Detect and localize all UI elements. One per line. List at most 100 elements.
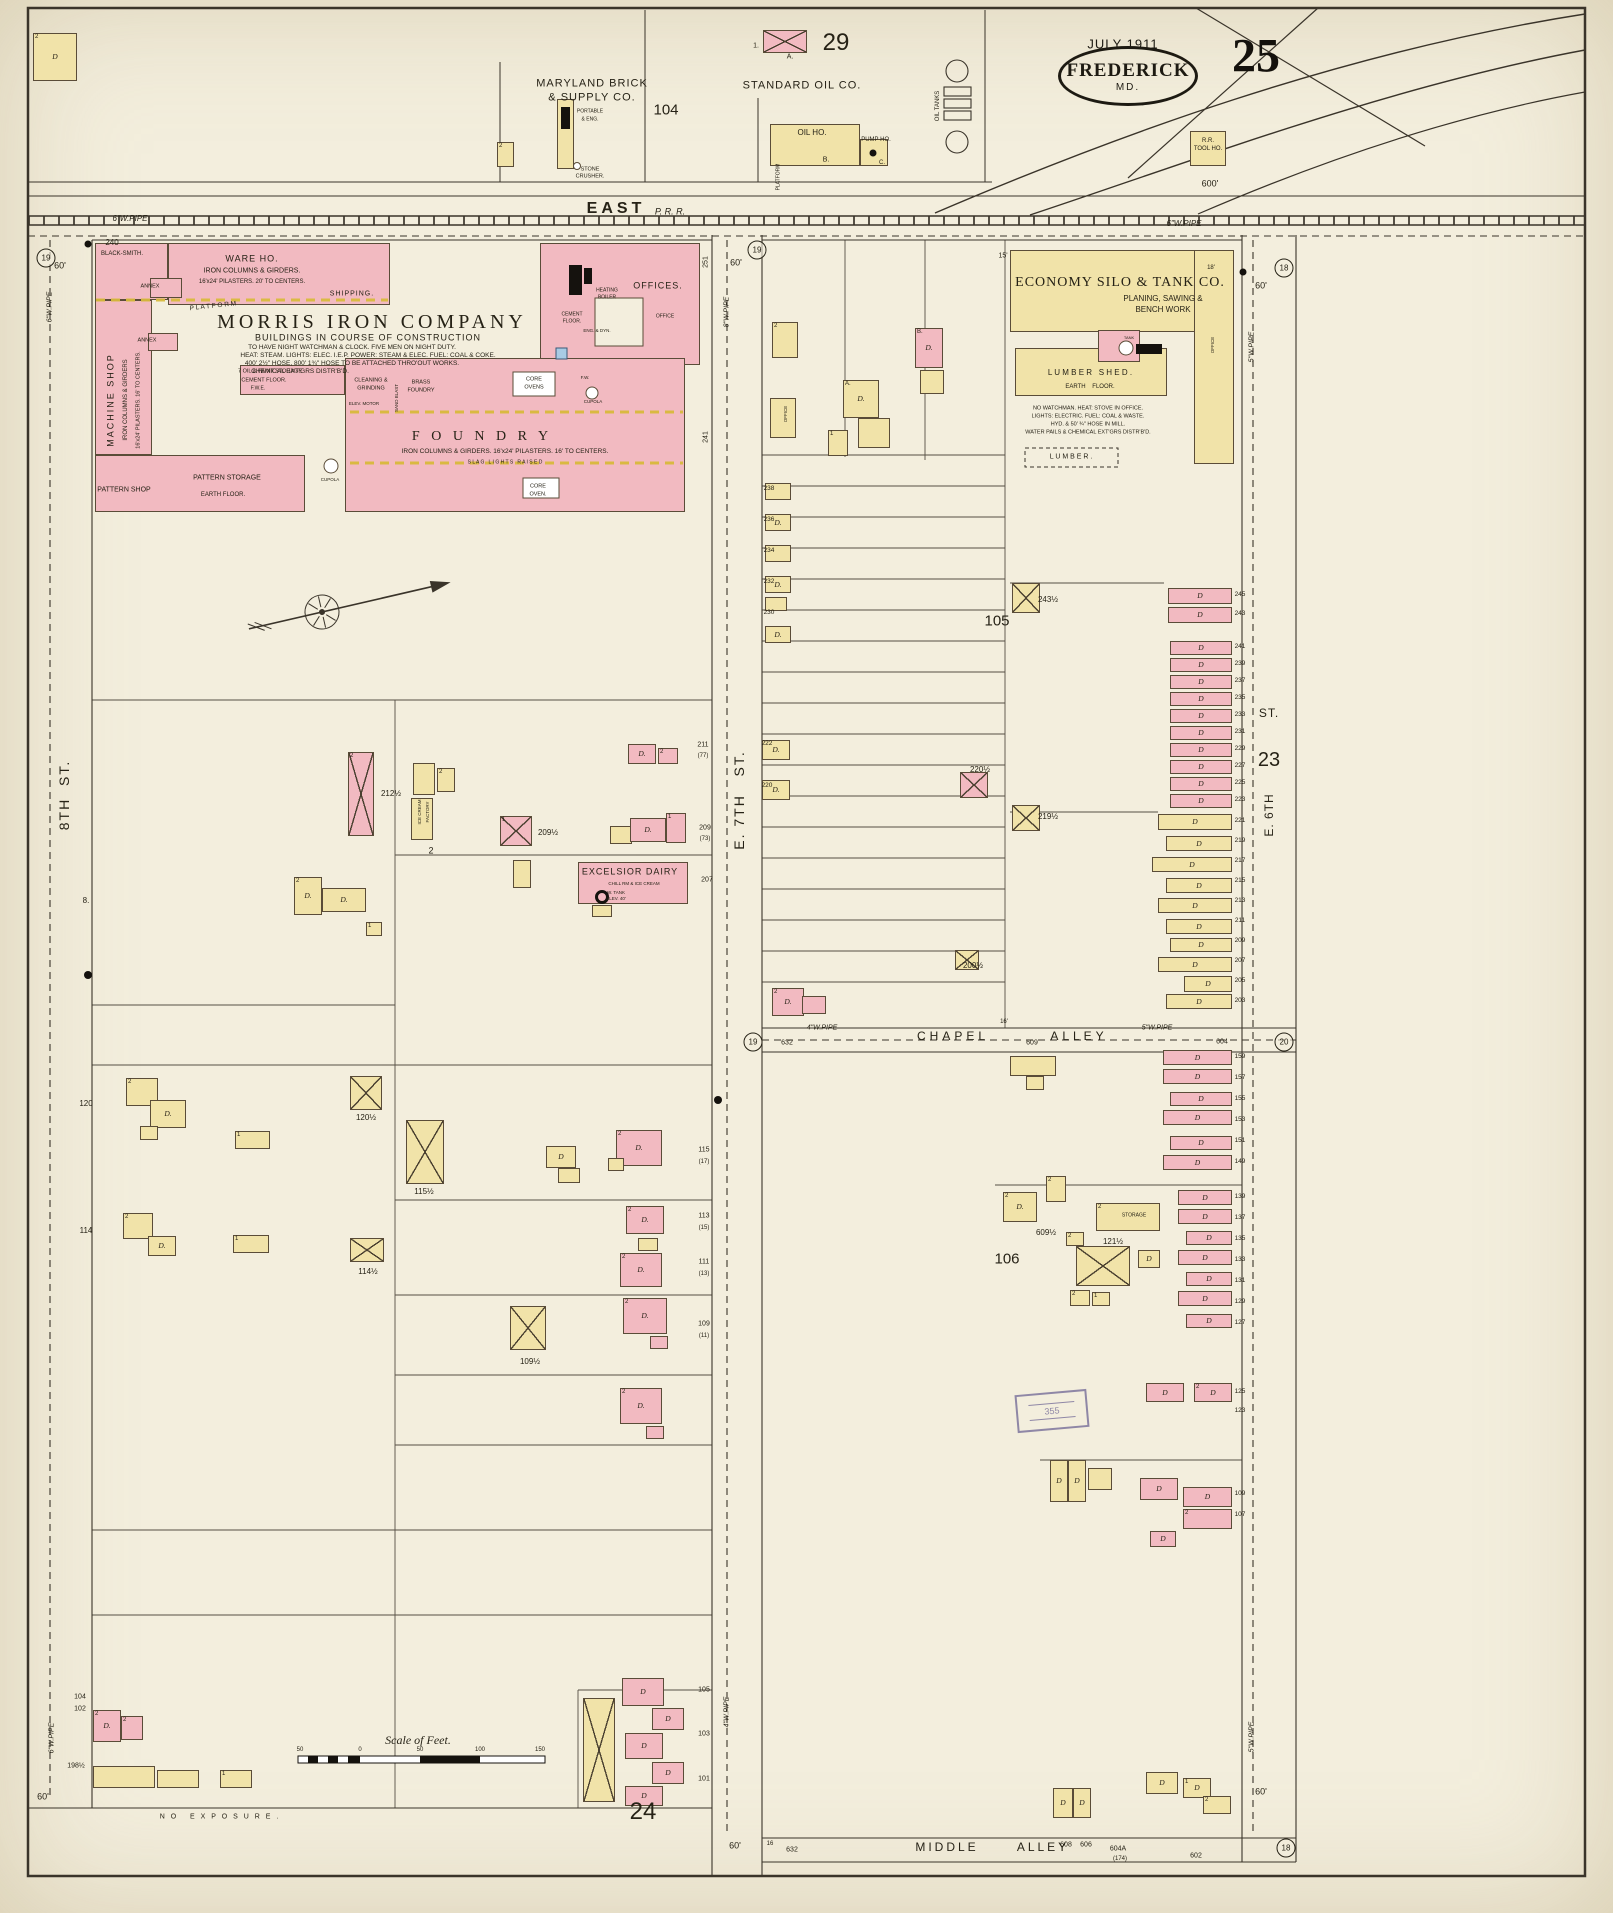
map-label: HEAT: STEAM. LIGHTS: ELEC. I.E.P. POWER:… xyxy=(240,351,496,359)
map-label: (15) xyxy=(698,1225,710,1231)
map-label: CRUSHER. xyxy=(575,173,605,180)
building: D xyxy=(1170,726,1232,740)
map-label: SAND BLAST xyxy=(393,383,399,413)
building: D. xyxy=(628,744,656,764)
building: D.2 xyxy=(1003,1192,1037,1222)
adjacent-sheet-ref: 19 xyxy=(743,1032,763,1052)
building: 1 xyxy=(220,1770,252,1788)
block-number-105: 105 xyxy=(984,612,1010,630)
map-label: 5"W.PIPE xyxy=(1248,1721,1256,1753)
map-label: 100 xyxy=(474,1747,486,1753)
map-label: A. xyxy=(786,53,794,61)
building: 2 xyxy=(658,748,678,764)
house-number: 229 xyxy=(1234,744,1246,752)
map-label: 60' xyxy=(37,1791,49,1802)
building xyxy=(858,418,890,448)
building: D xyxy=(1158,898,1232,913)
building: D xyxy=(1170,743,1232,757)
map-label: 105 xyxy=(698,1686,710,1694)
map-label: 121½ xyxy=(1102,1237,1124,1246)
map-label: 115½ xyxy=(414,1187,434,1196)
house-number: 203 xyxy=(1234,996,1246,1004)
building: D xyxy=(1168,607,1232,623)
city-oval: FREDERICK MD. xyxy=(1058,46,1198,106)
map-label: 50 xyxy=(416,1747,424,1753)
building: D xyxy=(1170,938,1232,952)
building xyxy=(411,798,433,840)
map-label: PLANING, SAWING & xyxy=(1123,294,1203,303)
building xyxy=(1010,1056,1056,1076)
map-label: 6"W.PIPE xyxy=(48,1722,56,1754)
block-number-29: 29 xyxy=(822,29,850,56)
map-label: 608 xyxy=(1060,1841,1072,1849)
map-label: 109 xyxy=(698,1320,710,1328)
building: D. xyxy=(762,740,790,760)
adjacent-sheet-ref: 19 xyxy=(747,240,767,260)
map-label: 5"W.PIPE xyxy=(1141,1024,1173,1032)
map-label: 15' xyxy=(998,252,1008,260)
building xyxy=(592,905,612,917)
building: D.2 xyxy=(623,1298,667,1334)
map-label: 220 xyxy=(761,781,773,789)
building: D xyxy=(1166,919,1232,934)
map-label: ALLEY xyxy=(1050,1029,1108,1043)
map-label: 238 xyxy=(763,484,775,492)
map-label: WATER PAILS & CHEMICAL EXT'GRS DISTR'B'D… xyxy=(1025,429,1151,436)
house-number: 159 xyxy=(1234,1052,1246,1060)
scale-label: Scale of Feet. xyxy=(385,1733,451,1747)
building: D xyxy=(652,1762,684,1784)
house-number: 151 xyxy=(1234,1136,1246,1144)
map-label: OVEN. xyxy=(529,491,547,498)
map-label: 120½ xyxy=(355,1113,377,1122)
building: D xyxy=(1146,1772,1178,1794)
map-label: 212½ xyxy=(380,789,402,798)
alley-chapel: CHAPEL xyxy=(916,1029,990,1043)
building xyxy=(1026,1076,1044,1090)
map-label: 222 xyxy=(761,739,773,747)
building: D.A. xyxy=(843,380,879,418)
street-8th: 8TH ST. xyxy=(56,759,72,831)
map-label: GRINDING xyxy=(357,385,385,392)
house-number: 149 xyxy=(1234,1157,1246,1165)
map-label: (11) xyxy=(698,1333,710,1339)
railroad-siding-curve xyxy=(934,13,1586,214)
building xyxy=(765,597,787,611)
building xyxy=(638,1238,658,1251)
building: D. xyxy=(150,1100,186,1128)
building xyxy=(157,1770,199,1788)
map-label: EARTH FLOOR. xyxy=(200,492,246,498)
house-number: 233 xyxy=(1234,710,1246,718)
map-label: STONE xyxy=(580,166,600,173)
biz-standard-oil: STANDARD OIL CO. xyxy=(742,79,862,92)
economy-title: ECONOMY SILO & TANK CO. xyxy=(1015,275,1225,290)
map-label: CHILL RM & ICE CREAM xyxy=(608,880,660,886)
building xyxy=(770,398,796,438)
building: D xyxy=(1170,777,1232,791)
building: 2 xyxy=(1066,1232,1084,1246)
house-number: 215 xyxy=(1234,876,1246,884)
map-label: 60' xyxy=(1255,1786,1267,1797)
building: D xyxy=(1166,994,1232,1009)
street-east: EAST xyxy=(586,200,646,217)
house-number: 123 xyxy=(1234,1406,1246,1414)
house-number: 213 xyxy=(1234,896,1246,904)
map-label: 2 xyxy=(428,845,434,856)
block-number-23: 23 xyxy=(1257,749,1281,771)
map-label: OIL HO. xyxy=(797,128,827,137)
map-label: IRON COLUMNS & GIRDERS xyxy=(123,359,129,441)
map-label: B. xyxy=(822,156,830,164)
map-label: 50 xyxy=(296,1747,304,1753)
oil-tanks xyxy=(943,59,972,154)
building: D xyxy=(1178,1190,1232,1205)
map-label: OIL TANKS xyxy=(935,90,941,122)
building xyxy=(1088,1468,1112,1490)
engine-block xyxy=(561,107,570,129)
hydrant-dot xyxy=(1239,268,1247,276)
map-label: BOILER xyxy=(597,294,617,301)
water-feature-square xyxy=(555,347,568,360)
map-label: 243½ xyxy=(1037,595,1059,604)
map-label: 120 xyxy=(79,1099,93,1108)
